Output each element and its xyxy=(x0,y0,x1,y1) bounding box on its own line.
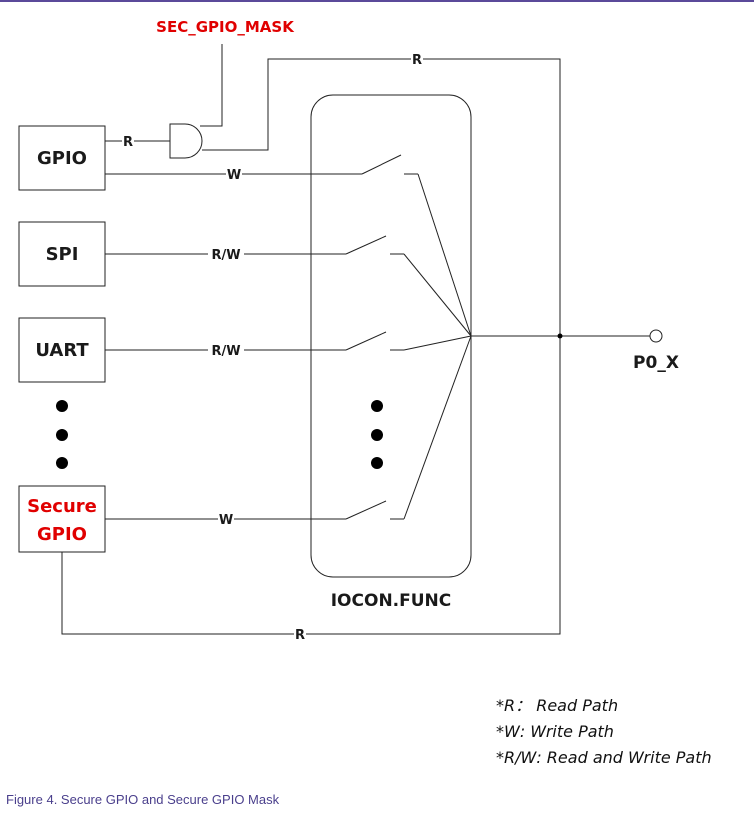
sec-gpio-mask-label: SEC_GPIO_MASK xyxy=(156,18,295,36)
gpio-read-label-bg xyxy=(122,133,134,149)
and-gate xyxy=(169,123,203,159)
fan-line xyxy=(403,335,472,351)
ellipsis-dot xyxy=(56,429,68,441)
ellipsis-dot xyxy=(371,457,383,469)
secure-read-label-bg xyxy=(294,626,306,642)
top-read-label: R xyxy=(412,53,422,68)
iocon-func-box xyxy=(310,94,472,578)
uart-path-label: R/W xyxy=(211,344,240,359)
legend-readwrite: *R/W: Read and Write Path xyxy=(496,748,712,767)
legend-write: *W: Write Path xyxy=(496,722,614,741)
spi-switch xyxy=(345,235,387,255)
secure-gpio-label-line1: Secure xyxy=(27,496,97,517)
secure-gpio-label-line2: GPIO xyxy=(37,524,87,545)
fan-line xyxy=(417,173,472,337)
gpio-write-label: W xyxy=(227,168,241,183)
top-read-wire xyxy=(202,58,561,336)
spi-path-label: R/W xyxy=(211,248,240,263)
secure-read-label: R xyxy=(295,628,305,643)
gpio-write-label-bg xyxy=(226,166,242,182)
secure-switch xyxy=(345,500,387,520)
spi-label-bg xyxy=(208,246,244,262)
pin-terminal xyxy=(649,329,663,343)
gpio-block xyxy=(18,125,106,191)
legend-read: *R： Read Path xyxy=(496,696,618,715)
secure-write-label: W xyxy=(219,513,233,528)
gpio-read-label: R xyxy=(123,135,133,150)
secure-write-label-bg xyxy=(218,511,234,527)
ellipsis-dot xyxy=(56,400,68,412)
iocon-func-label: IOCON.FUNC xyxy=(331,591,452,611)
spi-block-label: SPI xyxy=(46,244,79,265)
uart-block-label: UART xyxy=(35,340,89,361)
uart-switch xyxy=(345,331,387,351)
figure-caption: Figure 4. Secure GPIO and Secure GPIO Ma… xyxy=(6,792,280,807)
secure-read-wire xyxy=(61,336,561,635)
fan-line xyxy=(403,335,472,520)
top-rule xyxy=(0,0,754,2)
top-read-label-bg xyxy=(411,51,423,67)
pin-label: P0_X xyxy=(633,353,679,373)
mask-wire xyxy=(200,44,223,127)
gpio-switch xyxy=(361,154,402,175)
ellipsis-dot xyxy=(371,429,383,441)
ellipsis-dot xyxy=(56,457,68,469)
uart-label-bg xyxy=(208,342,244,358)
gpio-block-label: GPIO xyxy=(37,148,87,169)
fan-line xyxy=(403,253,472,337)
junction-dot xyxy=(557,333,563,339)
ellipsis-dot xyxy=(371,400,383,412)
